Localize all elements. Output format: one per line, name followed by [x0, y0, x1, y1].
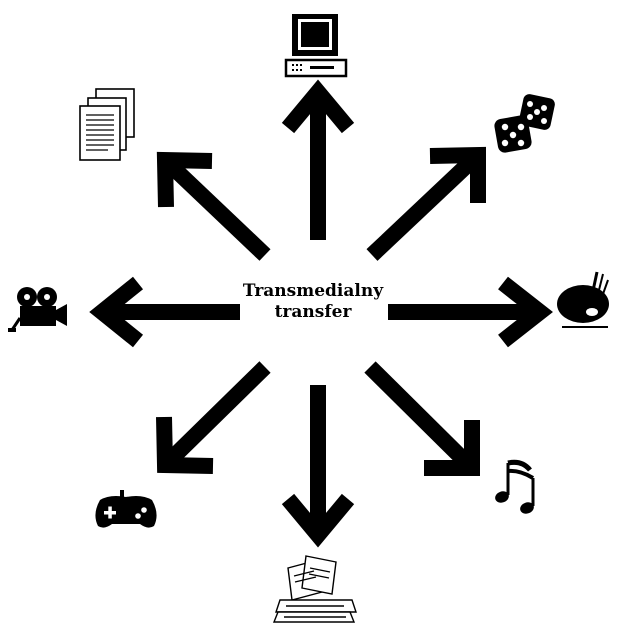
computer-icon — [284, 14, 348, 78]
gamepad-icon — [95, 490, 157, 528]
arrow-down-right — [364, 361, 480, 476]
arrow-down-left — [156, 361, 271, 474]
arrow-left — [89, 276, 240, 348]
center-title-line2: transfer — [274, 302, 352, 322]
arrow-up-right — [366, 146, 486, 261]
dice-icon — [494, 94, 555, 153]
documents-icon — [79, 88, 135, 161]
books-icon — [272, 555, 357, 623]
paint-palette-icon — [557, 271, 609, 328]
movie-camera-icon — [8, 287, 67, 332]
arrow-up — [281, 79, 355, 240]
center-title-line1: Transmedialny — [242, 281, 384, 301]
arrow-right — [388, 276, 553, 348]
arrow-down — [281, 385, 355, 548]
music-notes-icon — [495, 459, 535, 514]
arrow-up-left — [156, 151, 271, 261]
center-title: Transmedialny transfer — [228, 281, 398, 323]
